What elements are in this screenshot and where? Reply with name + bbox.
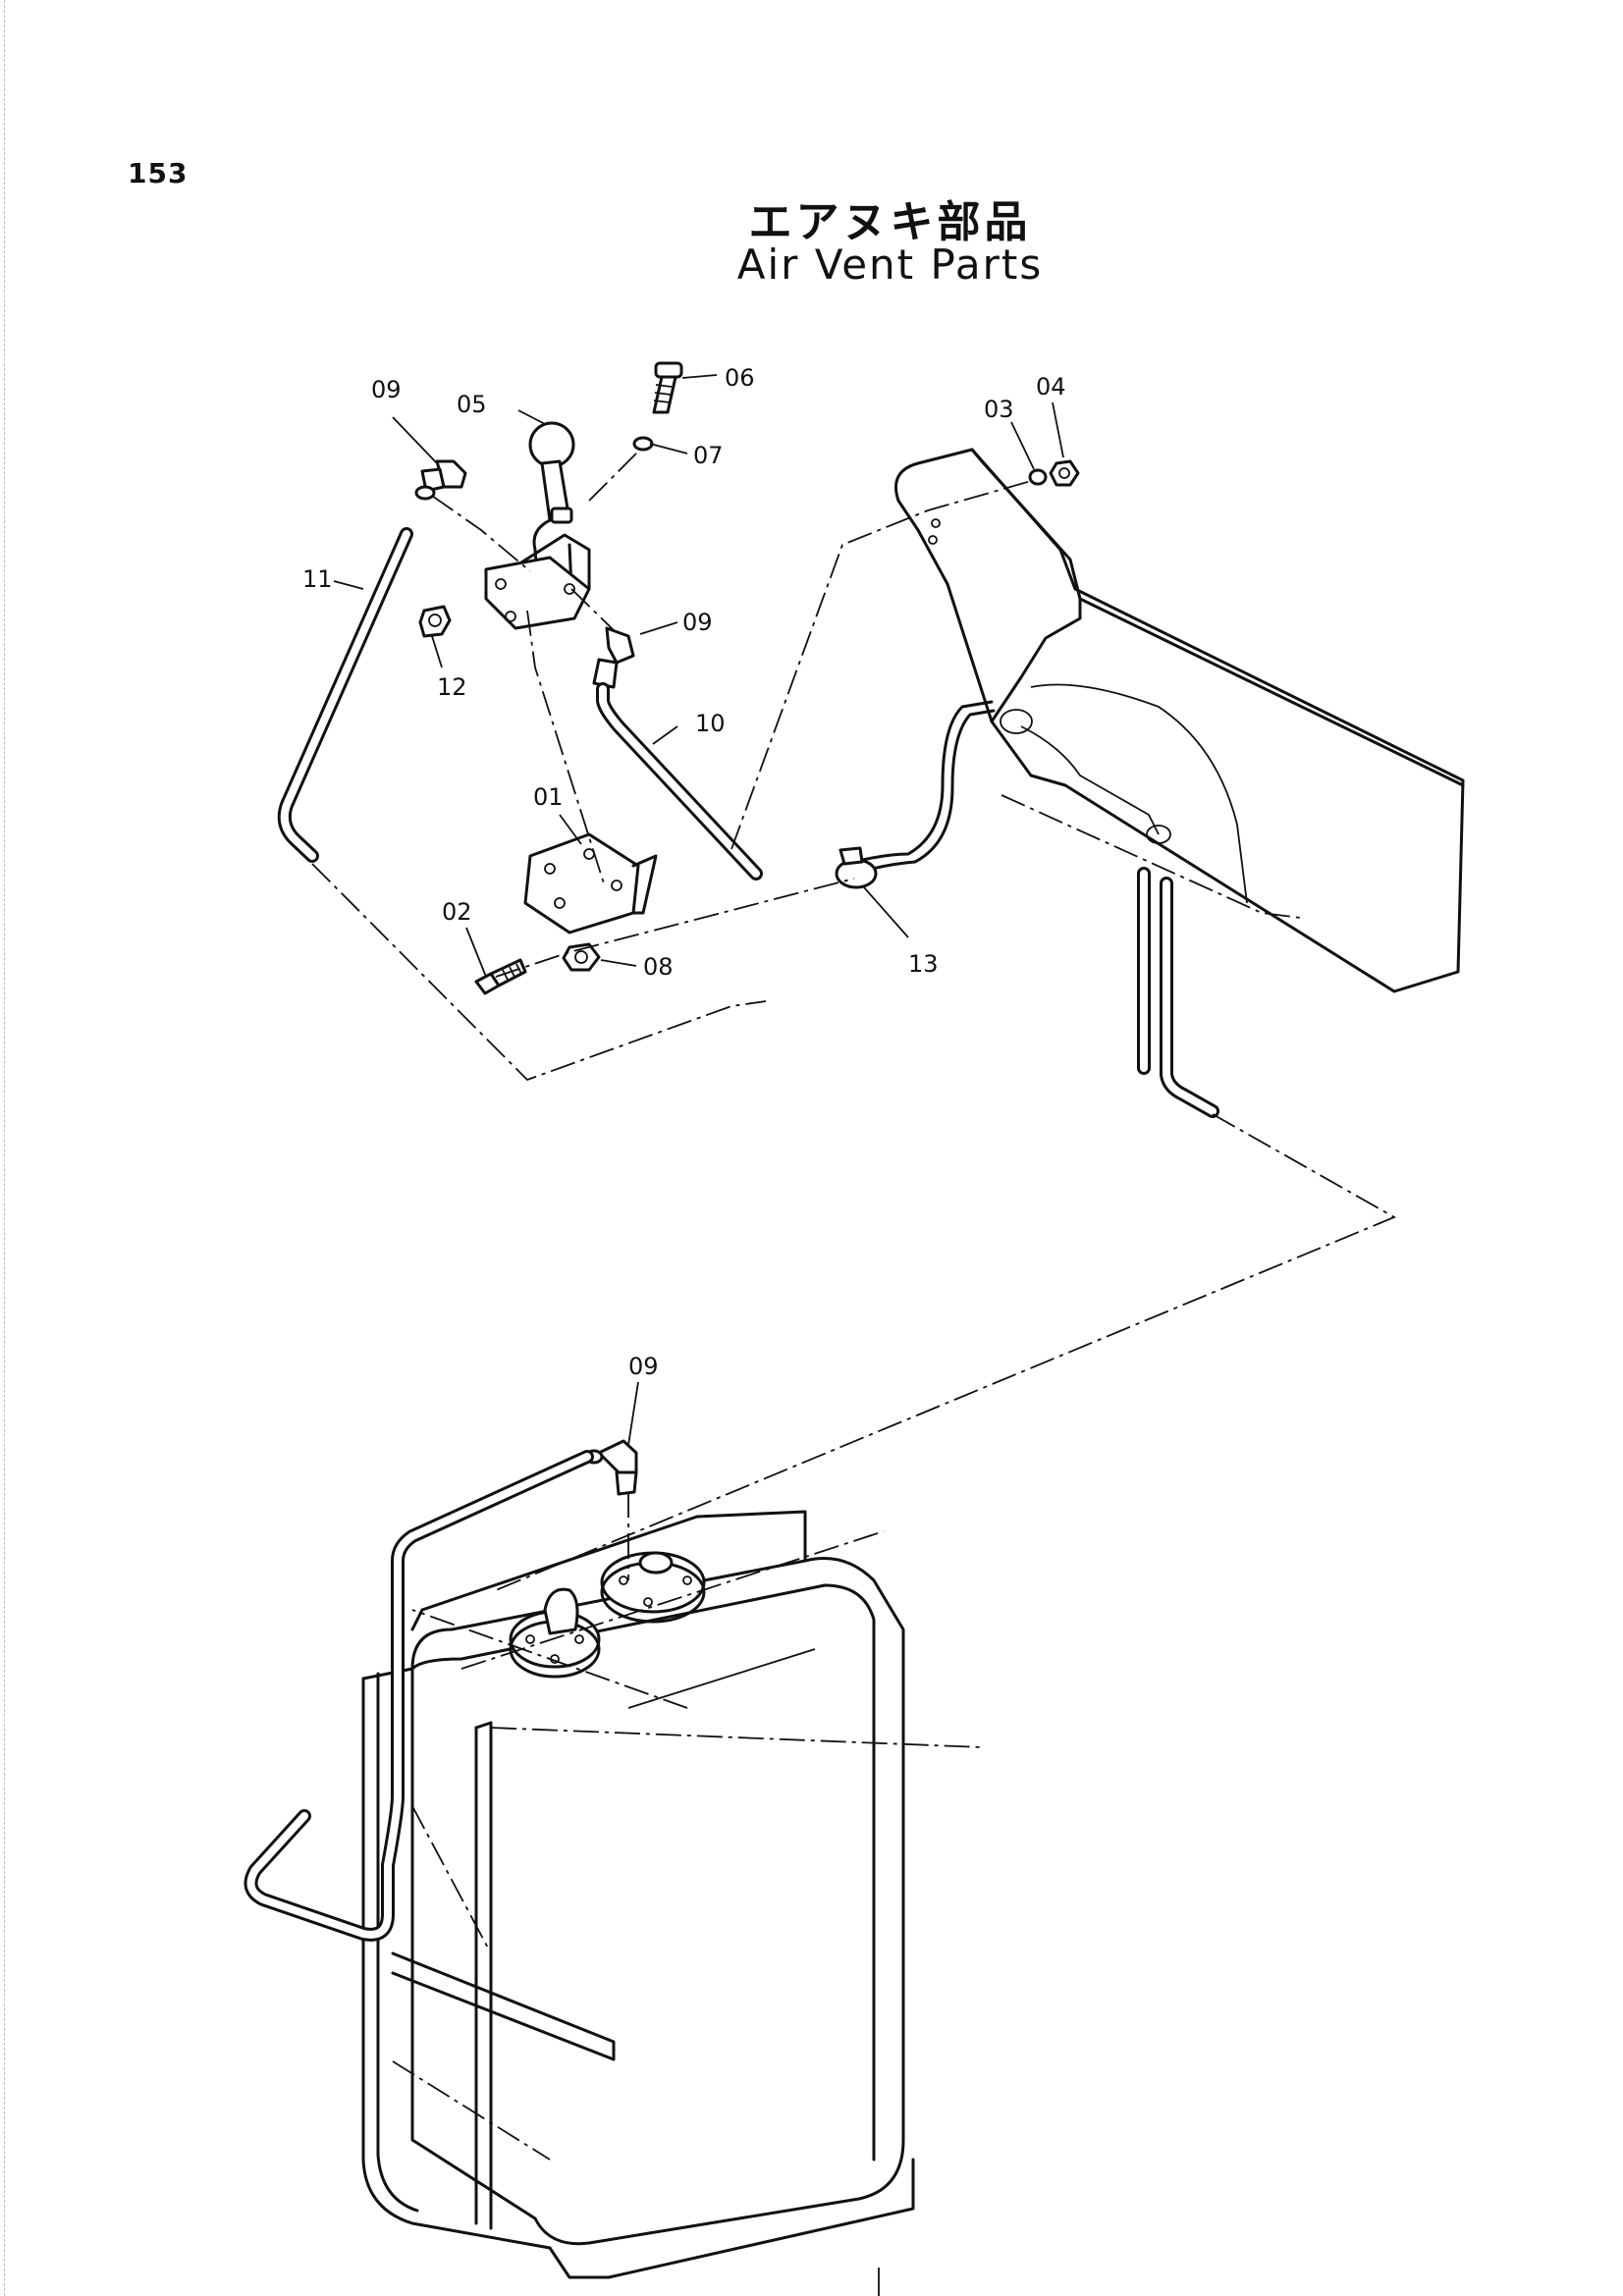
bolt-06 bbox=[652, 361, 683, 414]
callout-09-middle: 09 bbox=[682, 609, 713, 636]
callout-12: 12 bbox=[437, 673, 467, 701]
connection-lines bbox=[311, 451, 1397, 2161]
nut-08 bbox=[562, 942, 601, 972]
clamp-13 bbox=[835, 846, 878, 889]
callout-02: 02 bbox=[442, 898, 472, 926]
page-title-english: Air Vent Parts bbox=[736, 240, 1044, 289]
callout-07: 07 bbox=[693, 442, 724, 469]
boom-frame bbox=[894, 448, 1465, 993]
washer-07 bbox=[632, 436, 654, 452]
hose-11 bbox=[277, 527, 413, 863]
boom-pipes bbox=[1137, 867, 1219, 1118]
elbow-fitting-09-middle bbox=[592, 626, 635, 689]
page-title-japanese: エアヌキ部品 bbox=[748, 197, 1032, 247]
washer-03 bbox=[1028, 468, 1048, 486]
callout-10: 10 bbox=[695, 710, 726, 737]
callout-09-lower: 09 bbox=[628, 1353, 659, 1380]
callout-06: 06 bbox=[725, 364, 755, 392]
page-number: 153 bbox=[128, 157, 189, 189]
scan-margin-mark bbox=[4, 0, 6, 2296]
plug-12 bbox=[418, 605, 452, 638]
callout-03: 03 bbox=[984, 396, 1014, 423]
hose-boom-run bbox=[844, 700, 996, 876]
callout-09-upper: 09 bbox=[371, 376, 402, 403]
bolt-02 bbox=[474, 958, 527, 995]
leader-lines bbox=[333, 374, 1064, 1446]
nut-04 bbox=[1049, 459, 1080, 487]
callout-labels: 01 02 03 04 05 06 07 08 09 09 09 10 11 1… bbox=[302, 364, 1066, 1380]
hose-10 bbox=[595, 682, 763, 881]
callout-01: 01 bbox=[533, 783, 564, 811]
hydraulic-tank bbox=[361, 1510, 915, 2279]
elbow-fitting-09-upper bbox=[414, 459, 467, 501]
valve-assembly-05 bbox=[484, 421, 591, 630]
bracket-01 bbox=[523, 832, 658, 934]
tank-vent-hose bbox=[243, 1450, 594, 1942]
callout-13: 13 bbox=[908, 950, 939, 978]
elbow-fitting-09-lower bbox=[584, 1439, 638, 1496]
callout-04: 04 bbox=[1036, 373, 1066, 400]
callout-11: 11 bbox=[302, 565, 333, 593]
callout-05: 05 bbox=[457, 391, 487, 418]
callout-08: 08 bbox=[643, 953, 674, 981]
